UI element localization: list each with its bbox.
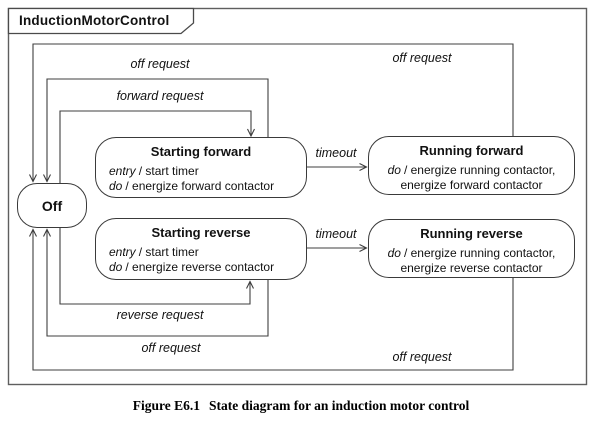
do-action-line: do/ energize running contactor, [369, 163, 574, 178]
do-action-line: do/ energize running contactor, [369, 246, 574, 261]
state-running-reverse: Running reverse do/ energize running con… [368, 219, 575, 278]
transition-label-off-request-bottom-left: off request [141, 341, 201, 355]
action-text: / energize running contactor, [403, 246, 556, 260]
transition-off-to-starting-reverse [59, 227, 250, 305]
state-running-forward-actions: do/ energize running contactor, energize… [369, 163, 574, 193]
state-running-forward-name: Running forward [419, 143, 524, 158]
transition-label-timeout-forward: timeout [315, 146, 357, 160]
entry-action-line: entry/ start timer [109, 245, 306, 260]
action-text: / energize running contactor, [403, 163, 556, 177]
state-off-name: Off [41, 197, 63, 214]
transition-running-reverse-to-off [33, 230, 514, 371]
entry-action-line: entry/ start timer [109, 164, 306, 179]
transition-label-timeout-reverse: timeout [315, 227, 357, 241]
transition-starting-forward-to-off [47, 78, 269, 182]
state-starting-reverse-actions: entry/ start timer do/ energize reverse … [109, 245, 306, 275]
state-running-reverse-name: Running reverse [420, 226, 523, 241]
action-keyword: do [387, 246, 401, 260]
frame-tab-shape [7, 7, 195, 35]
transition-starting-reverse-to-off [47, 230, 269, 337]
action-keyword: do [109, 260, 123, 274]
transition-label-off-request-top-right: off request [392, 51, 452, 65]
action-keyword: entry [109, 245, 136, 259]
state-starting-forward-name: Starting forward [150, 144, 252, 159]
transition-label-off-request-top-left: off request [130, 57, 190, 71]
action-text: / energize forward contactor [125, 179, 275, 193]
transition-label-off-request-bottom-right: off request [392, 350, 452, 364]
transition-running-forward-to-off [33, 43, 514, 182]
figure-caption-text: State diagram for an induction motor con… [209, 398, 470, 413]
figure-caption: Figure E6.1 State diagram for an inductio… [0, 398, 602, 414]
action-text: / energize reverse contactor [125, 260, 275, 274]
do-action-continuation: energize reverse contactor [400, 261, 543, 275]
state-starting-forward: Starting forward entry/ start timer do/ … [95, 137, 307, 198]
state-running-reverse-actions: do/ energize running contactor, energize… [369, 246, 574, 276]
state-running-forward: Running forward do/ energize running con… [368, 136, 575, 195]
diagram-frame-border [7, 7, 588, 386]
transition-off-to-starting-forward [59, 110, 251, 184]
action-keyword: entry [109, 164, 136, 178]
figure-caption-label: Figure E6.1 [132, 398, 200, 413]
state-off: Off [17, 183, 87, 228]
action-text: / start timer [138, 245, 199, 259]
action-text: / start timer [138, 164, 199, 178]
transition-label-reverse-request: reverse request [116, 308, 204, 322]
transition-label-forward-request: forward request [116, 89, 204, 103]
do-action-continuation: energize forward contactor [400, 178, 543, 192]
do-action-line: do/ energize forward contactor [109, 179, 306, 194]
state-starting-reverse-name: Starting reverse [151, 225, 251, 240]
frame-title: InductionMotorControl [19, 13, 170, 28]
action-keyword: do [109, 179, 123, 193]
state-starting-reverse: Starting reverse entry/ start timer do/ … [95, 218, 307, 280]
action-keyword: do [387, 163, 401, 177]
do-action-line: do/ energize reverse contactor [109, 260, 306, 275]
state-starting-forward-actions: entry/ start timer do/ energize forward … [109, 164, 306, 194]
